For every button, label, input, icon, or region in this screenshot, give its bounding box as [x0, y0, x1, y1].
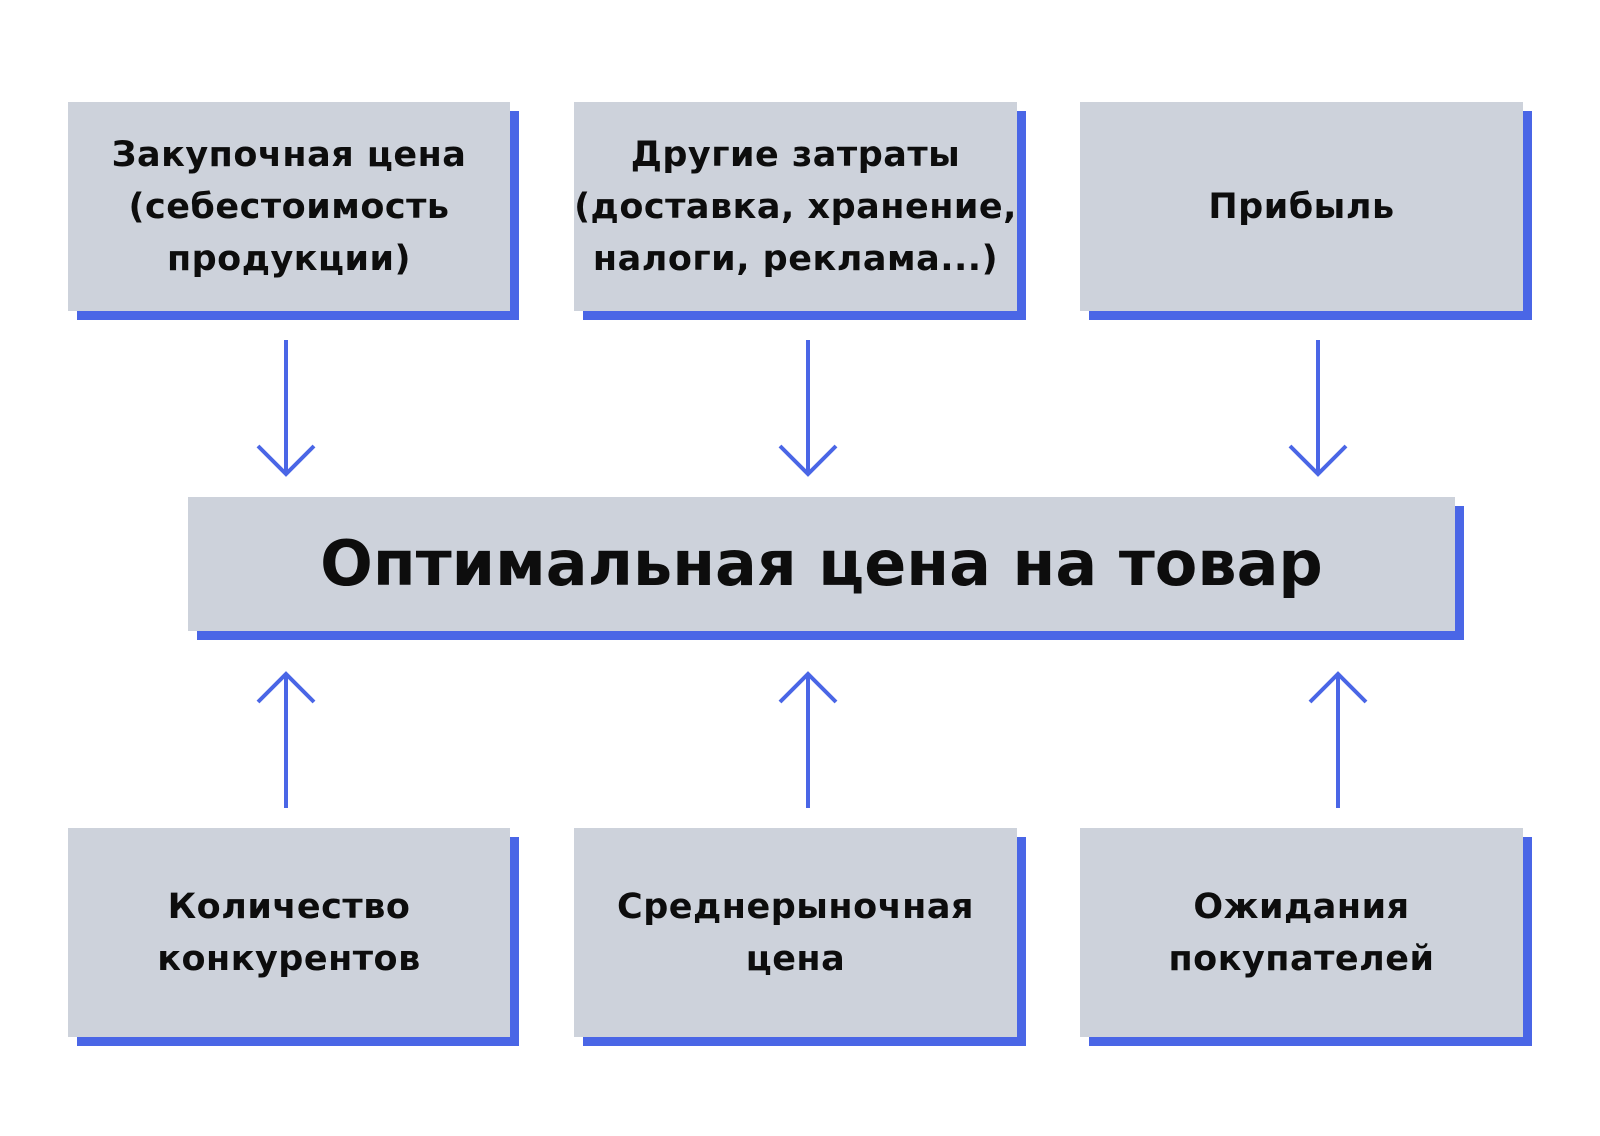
box-competitors-label: Количество конкурентов: [157, 886, 421, 979]
box-other-costs: Другие затраты (доставка, хранение, нало…: [574, 102, 1017, 311]
box-optimal-price-label: Оптимальная цена на товар: [320, 527, 1323, 600]
arrow-up-3: [1308, 671, 1368, 808]
box-buyer-expectations: Ожидания покупателей: [1080, 828, 1523, 1037]
arrow-up-1: [256, 671, 316, 808]
box-optimal-price: Оптимальная цена на товар: [188, 497, 1455, 631]
box-buyer-expectations-label: Ожидания покупателей: [1168, 886, 1435, 979]
box-market-price: Среднерыночная цена: [574, 828, 1017, 1037]
arrow-up-2: [778, 671, 838, 808]
box-market-price-label: Среднерыночная цена: [617, 886, 974, 979]
arrow-down-1: [256, 340, 316, 477]
box-other-costs-label: Другие затраты (доставка, хранение, нало…: [574, 134, 1017, 279]
box-profit-label: Прибыль: [1208, 186, 1395, 227]
arrow-down-2: [778, 340, 838, 477]
arrow-down-3: [1288, 340, 1348, 477]
box-competitors: Количество конкурентов: [68, 828, 510, 1037]
box-purchase-price: Закупочная цена (себестоимость продукции…: [68, 102, 510, 311]
box-profit: Прибыль: [1080, 102, 1523, 311]
box-purchase-price-label: Закупочная цена (себестоимость продукции…: [111, 134, 467, 279]
